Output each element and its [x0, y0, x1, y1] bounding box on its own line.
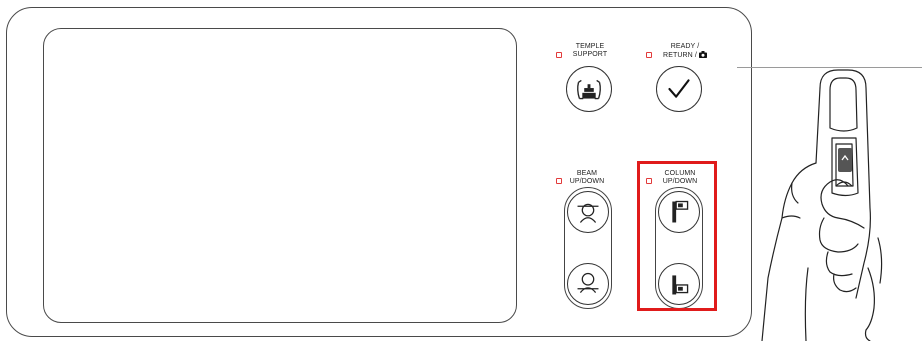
ready-return-button[interactable] — [656, 66, 702, 112]
temple-support-label-line2: SUPPORT — [568, 51, 612, 59]
beam-updown-label: BEAM UP/DOWN — [565, 170, 609, 186]
ready-return-label-line1: READY / — [655, 43, 715, 51]
beam-down-icon — [568, 264, 608, 304]
ready-return-indicator-led — [646, 52, 652, 58]
column-updown-highlight-box — [637, 161, 717, 311]
beam-updown-rocker — [564, 187, 612, 309]
temple-support-label: TEMPLE SUPPORT — [568, 43, 612, 59]
beam-down-button[interactable] — [567, 263, 609, 305]
hand-remote-illustration — [748, 68, 922, 341]
display-screen — [43, 28, 517, 323]
camera-icon — [699, 51, 707, 58]
checkmark-icon — [657, 67, 701, 111]
beam-up-button[interactable] — [567, 191, 609, 233]
temple-support-label-line1: TEMPLE — [568, 43, 612, 51]
ready-return-label-line2: RETURN / — [663, 52, 697, 59]
beam-up-icon — [568, 192, 608, 232]
beam-updown-label-line1: BEAM — [565, 170, 609, 178]
beam-updown-indicator-led — [556, 178, 562, 184]
temple-support-indicator-led — [556, 52, 562, 58]
beam-updown-label-line2: UP/DOWN — [565, 178, 609, 186]
ready-return-label: READY / RETURN / — [655, 43, 715, 60]
temple-support-icon — [567, 67, 611, 111]
temple-support-button[interactable] — [566, 66, 612, 112]
